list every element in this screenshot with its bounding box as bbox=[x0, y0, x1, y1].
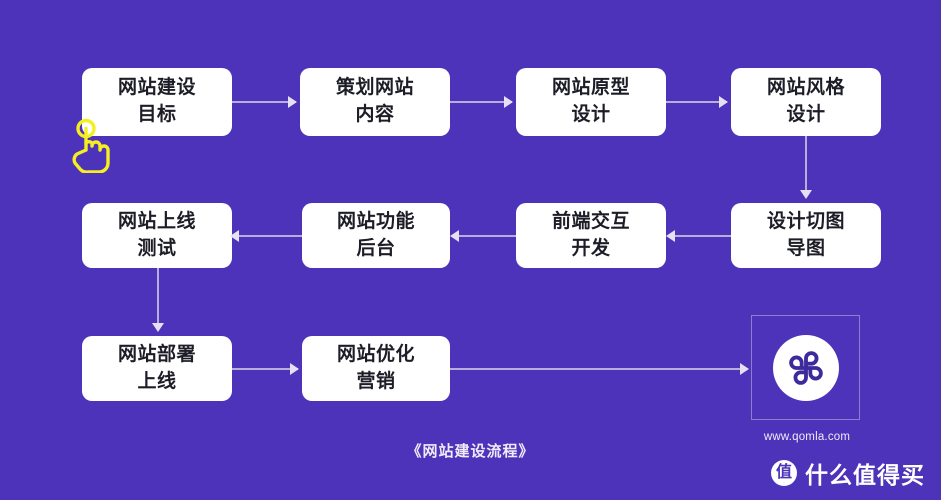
brand-site-url: www.qomla.com bbox=[763, 431, 851, 443]
flow-node-backend[interactable]: 网站功能 后台 bbox=[302, 203, 450, 268]
flow-node-goal-line2: 目标 bbox=[137, 104, 177, 125]
flow-node-launch-test[interactable]: 网站上线 测试 bbox=[82, 203, 232, 268]
arrowhead-prototype-to-style bbox=[719, 96, 728, 108]
flow-node-frontend-line2: 开发 bbox=[571, 237, 611, 259]
flow-node-goal-line1: 网站建设 bbox=[117, 77, 196, 99]
flow-node-frontend[interactable]: 前端交互 开发 bbox=[516, 203, 666, 268]
brand-logo-frame bbox=[751, 315, 860, 420]
watermark-text: 什么值得买 bbox=[805, 462, 925, 488]
flow-node-backend-line2: 后台 bbox=[356, 237, 396, 259]
flow-node-marketing-line1: 网站优化 bbox=[336, 343, 415, 365]
connector-style-to-slicing bbox=[805, 136, 807, 196]
flow-node-launch-test-line1: 网站上线 bbox=[117, 210, 196, 232]
watermark-badge-icon: 值 bbox=[771, 460, 797, 486]
connector-slicing-to-frontend bbox=[670, 235, 731, 237]
flow-node-prototype-line2: 设计 bbox=[571, 104, 611, 125]
flow-node-content-line2: 内容 bbox=[355, 104, 395, 125]
flow-node-backend-line1: 网站功能 bbox=[336, 210, 415, 232]
flow-node-slicing-line2: 导图 bbox=[786, 237, 826, 259]
flow-node-style-line2: 设计 bbox=[786, 104, 826, 125]
flow-node-deploy[interactable]: 网站部署 上线 bbox=[82, 336, 232, 401]
flow-node-prototype[interactable]: 网站原型 设计 bbox=[516, 68, 666, 136]
flow-node-slicing[interactable]: 设计切图 导图 bbox=[731, 203, 881, 268]
connector-deploy-to-marketing bbox=[232, 368, 298, 370]
arrowhead-deploy-to-marketing bbox=[290, 363, 299, 375]
flow-node-content[interactable]: 策划网站 内容 bbox=[300, 68, 450, 136]
flow-node-deploy-line1: 网站部署 bbox=[117, 343, 196, 365]
connector-launch-test-to-deploy bbox=[157, 268, 159, 329]
connector-marketing-to-logo bbox=[450, 368, 747, 370]
flow-node-marketing[interactable]: 网站优化 营销 bbox=[302, 336, 450, 401]
connector-content-to-prototype bbox=[450, 101, 512, 103]
connector-frontend-to-backend bbox=[454, 235, 516, 237]
connector-backend-to-launch-test bbox=[236, 235, 302, 237]
flow-node-deploy-line2: 上线 bbox=[137, 370, 177, 392]
flow-node-slicing-line1: 设计切图 bbox=[766, 210, 845, 232]
arrowhead-style-to-slicing bbox=[800, 190, 812, 199]
flow-node-goal[interactable]: 网站建设 目标 bbox=[82, 68, 232, 136]
arrowhead-launch-test-to-deploy bbox=[152, 323, 164, 332]
clover-logo-icon bbox=[788, 350, 823, 385]
diagram-caption: 《网站建设流程》 bbox=[406, 443, 535, 460]
connector-goal-to-content bbox=[232, 101, 296, 103]
flow-node-content-line1: 策划网站 bbox=[335, 77, 414, 99]
watermark: 值 什么值得买 bbox=[771, 456, 925, 490]
flow-node-launch-test-line2: 测试 bbox=[137, 237, 177, 259]
arrowhead-slicing-to-frontend bbox=[666, 230, 675, 242]
flow-node-style-line1: 网站风格 bbox=[766, 77, 845, 99]
flow-node-marketing-line2: 营销 bbox=[356, 370, 396, 392]
connector-prototype-to-style bbox=[666, 101, 727, 103]
flow-node-prototype-line1: 网站原型 bbox=[551, 77, 630, 99]
arrowhead-content-to-prototype bbox=[504, 96, 513, 108]
arrowhead-marketing-to-logo bbox=[740, 363, 749, 375]
brand-logo-circle bbox=[772, 334, 839, 401]
arrowhead-goal-to-content bbox=[288, 96, 297, 108]
flow-node-frontend-line1: 前端交互 bbox=[551, 210, 630, 232]
flow-node-style[interactable]: 网站风格 设计 bbox=[731, 68, 881, 136]
arrowhead-backend-to-launch-test bbox=[230, 230, 239, 242]
arrowhead-frontend-to-backend bbox=[450, 230, 459, 242]
